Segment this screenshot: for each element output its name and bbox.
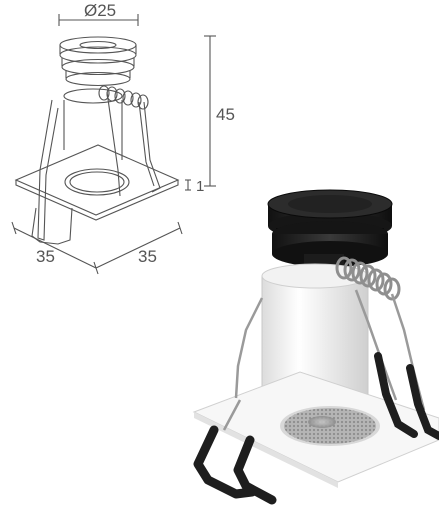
heatsink bbox=[267, 189, 393, 272]
diameter-label: Ø25 bbox=[84, 1, 116, 20]
trim-plate-outline bbox=[14, 144, 180, 221]
body-outline bbox=[63, 88, 123, 160]
diameter-dimension bbox=[58, 14, 139, 26]
body bbox=[261, 263, 369, 395]
thickness-label: 1 bbox=[196, 178, 204, 195]
height-label: 45 bbox=[216, 105, 235, 124]
technical-drawing bbox=[11, 14, 216, 275]
height-dimension bbox=[185, 35, 216, 191]
clip-outline bbox=[31, 91, 161, 245]
trim-plate bbox=[192, 371, 439, 488]
product-photo bbox=[192, 189, 439, 505]
width-label-left: 35 bbox=[36, 247, 55, 266]
width-label-right: 35 bbox=[138, 247, 157, 266]
heatsink-outline bbox=[59, 36, 137, 87]
spring bbox=[335, 256, 401, 301]
spring-clips bbox=[193, 289, 439, 505]
width-dimension-left bbox=[11, 221, 99, 275]
width-dimension-right bbox=[95, 221, 183, 269]
